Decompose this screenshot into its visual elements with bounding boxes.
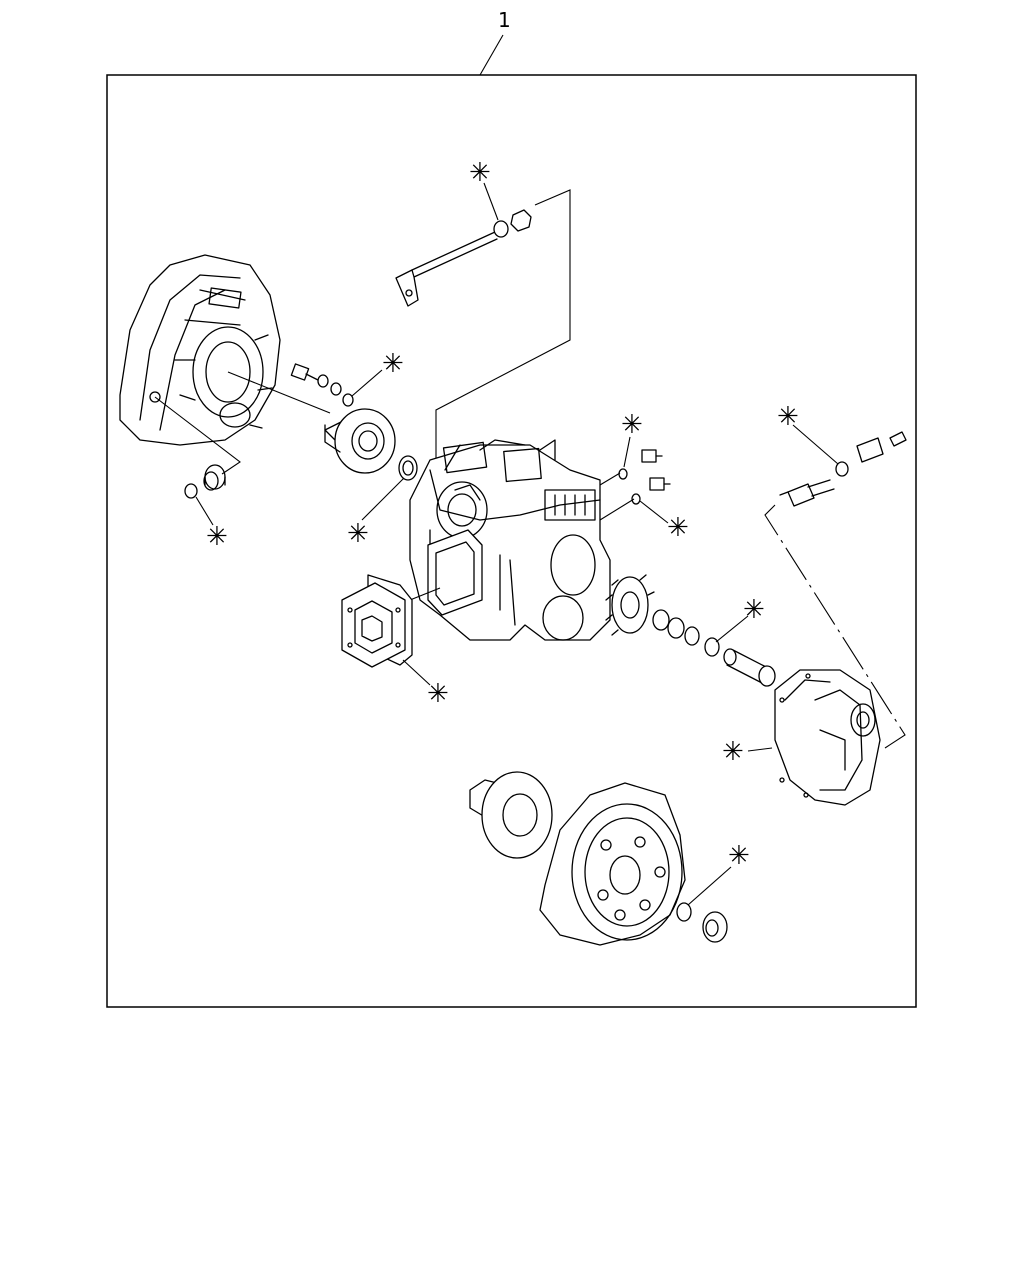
shift-rod <box>395 231 498 307</box>
marker-asterisk: ✳ <box>621 410 643 440</box>
marker-asterisk: ✳ <box>743 595 765 625</box>
marker-asterisk: ✳ <box>728 841 750 871</box>
marker-asterisk: ✳ <box>722 737 744 767</box>
kit-markers: ✳ ✳ ✳ ✳ ✳ ✳ ✳ ✳ ✳ ✳ ✳ <box>195 158 839 906</box>
marker-asterisk: ✳ <box>667 513 689 543</box>
marker-asterisk: ✳ <box>347 519 369 549</box>
marker-asterisk: ✳ <box>469 158 491 188</box>
washer-drum <box>676 902 692 922</box>
callout-leader <box>479 34 504 76</box>
output-shaft <box>723 648 776 687</box>
o-ring-shaft <box>704 637 720 657</box>
callout-number-1: 1 <box>498 8 511 32</box>
bell-housing <box>119 254 281 446</box>
dowel-pin <box>203 464 226 491</box>
brake-drum <box>539 782 686 946</box>
o-ring <box>493 220 509 238</box>
plug-bolt <box>641 449 671 491</box>
marker-asterisk: ✳ <box>427 679 449 709</box>
speed-sensor <box>779 479 835 507</box>
oil-seal <box>398 455 418 481</box>
side-gasket <box>427 529 483 616</box>
bolt <box>290 363 319 381</box>
assembly-frame <box>106 74 917 1008</box>
rear-cover <box>774 669 881 806</box>
drum-nut <box>702 911 728 943</box>
cover-plate <box>341 582 406 668</box>
drive-gear <box>605 574 655 636</box>
washer <box>184 483 198 499</box>
marker-asterisk: ✳ <box>206 522 228 552</box>
sensor-plug <box>856 431 907 463</box>
nut <box>510 209 532 232</box>
input-flange <box>324 408 396 474</box>
marker-asterisk: ✳ <box>382 349 404 379</box>
output-flange <box>469 771 553 859</box>
marker-asterisk: ✳ <box>777 402 799 432</box>
